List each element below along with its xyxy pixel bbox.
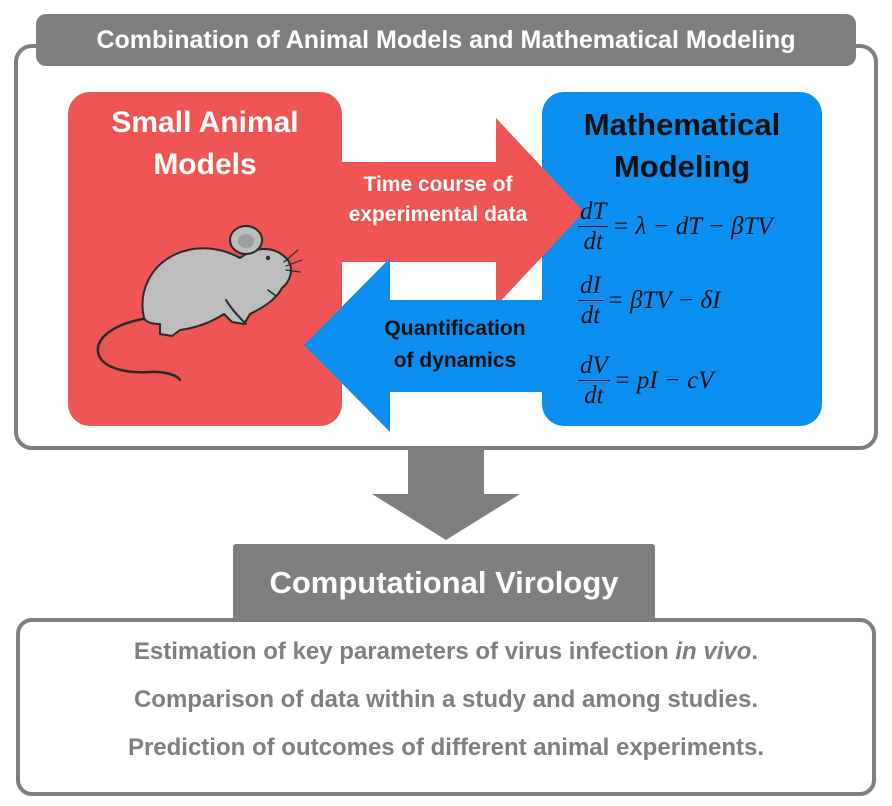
mathematical-modeling-box: [542, 92, 822, 426]
arrow-right-label-line2: experimental data: [348, 203, 528, 226]
equation-v-numerator: dV: [578, 351, 610, 381]
arrow-left-label-line1: Quantification: [384, 317, 526, 340]
arrow-right-label: Time course of experimental data: [318, 170, 558, 230]
result-line-estimation-text: Estimation of key parameters of virus in…: [133, 638, 676, 665]
animal-models-title-line1: Small Animal: [111, 106, 299, 139]
equation-t: dT dt = λ − dT − βTV: [578, 196, 818, 258]
equation-t-fraction: dT dt: [578, 197, 609, 256]
mathematical-modeling-title-line2: Modeling: [613, 149, 751, 184]
result-line-estimation-italic: in vivo: [675, 638, 752, 665]
arrow-left-label: Quantification of dynamics: [352, 313, 558, 377]
equation-i: dI dt = βTV − δI: [578, 270, 818, 332]
animal-models-title-line2: Models: [153, 148, 257, 181]
equation-v: dV dt = pI − cV: [578, 350, 818, 412]
left-arrow-icon: [304, 258, 548, 432]
mathematical-modeling-title-line1: Mathematical: [583, 107, 781, 142]
mouse-icon: [96, 225, 303, 382]
equation-i-rhs: = βTV − δI: [606, 287, 721, 314]
result-line-estimation-suffix: .: [751, 638, 759, 665]
right-arrow-icon: [338, 118, 584, 306]
down-arrow-icon: [372, 450, 520, 540]
equation-t-numerator: dT: [578, 197, 609, 227]
arrow-left-label-line2: of dynamics: [393, 349, 517, 372]
arrow-right-label-line1: Time course of: [363, 173, 513, 196]
equation-i-numerator: dI: [578, 271, 603, 301]
equation-v-denominator: dt: [584, 381, 604, 409]
result-line-comparison: Comparison of data within a study and am…: [133, 686, 759, 713]
result-line-estimation: Estimation of key parameters of virus in…: [16, 638, 876, 666]
equation-t-denominator: dt: [583, 227, 603, 255]
equation-v-fraction: dV dt: [578, 351, 610, 410]
equation-i-fraction: dI dt: [578, 271, 603, 330]
equation-i-denominator: dt: [580, 301, 601, 329]
mathematical-modeling-title: Mathematical Modeling: [542, 104, 822, 188]
computational-virology-title: Computational Virology: [233, 544, 655, 622]
equation-t-rhs: = λ − dT − βTV: [612, 213, 773, 240]
header-title: Combination of Animal Models and Mathema…: [36, 14, 856, 66]
animal-models-title: Small Animal Models: [68, 102, 342, 186]
result-line-prediction: Prediction of outcomes of different anim…: [127, 734, 765, 761]
equation-v-rhs: = pI − cV: [613, 367, 714, 394]
